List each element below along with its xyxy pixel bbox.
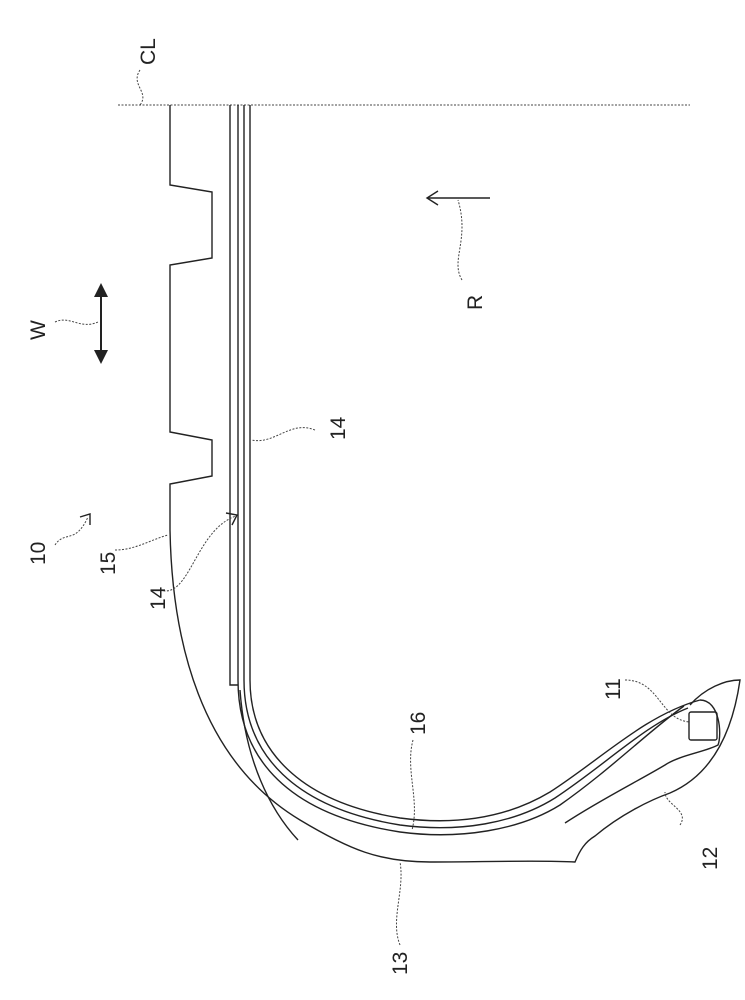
- tire-leader: [55, 517, 88, 545]
- sidewall-boundary: [240, 690, 298, 840]
- width-direction-arrow: [94, 283, 108, 364]
- label-14-belt-inner: 14: [147, 586, 170, 610]
- bead-core-leader: [625, 680, 690, 722]
- carcass-leader: [411, 740, 415, 830]
- bead-region-leader: [665, 792, 682, 825]
- inner-liner: [250, 105, 700, 821]
- w-leader: [55, 320, 98, 324]
- sidewall-leader: [396, 862, 401, 945]
- belt-arrowhead: [226, 513, 237, 525]
- label-w: W: [27, 320, 50, 340]
- label-16: 16: [407, 712, 430, 735]
- label-cl: CL: [137, 38, 160, 65]
- tread-leader: [115, 535, 168, 550]
- label-14-belt-outer: 14: [327, 416, 350, 440]
- label-10: 10: [27, 542, 50, 565]
- label-12: 12: [699, 847, 722, 870]
- label-13: 13: [389, 952, 412, 975]
- label-r: R: [464, 295, 487, 310]
- label-11: 11: [602, 678, 625, 700]
- carcass-ply-middle: [244, 105, 688, 828]
- tire-outer-contour: [170, 105, 740, 862]
- r-leader: [458, 200, 462, 280]
- tire-arrowhead: [80, 514, 90, 525]
- belt-layer: [230, 105, 238, 685]
- label-15: 15: [97, 552, 120, 575]
- bead-core: [689, 712, 717, 740]
- centerline-leader: [137, 70, 143, 105]
- belt-leader-2: [251, 428, 315, 441]
